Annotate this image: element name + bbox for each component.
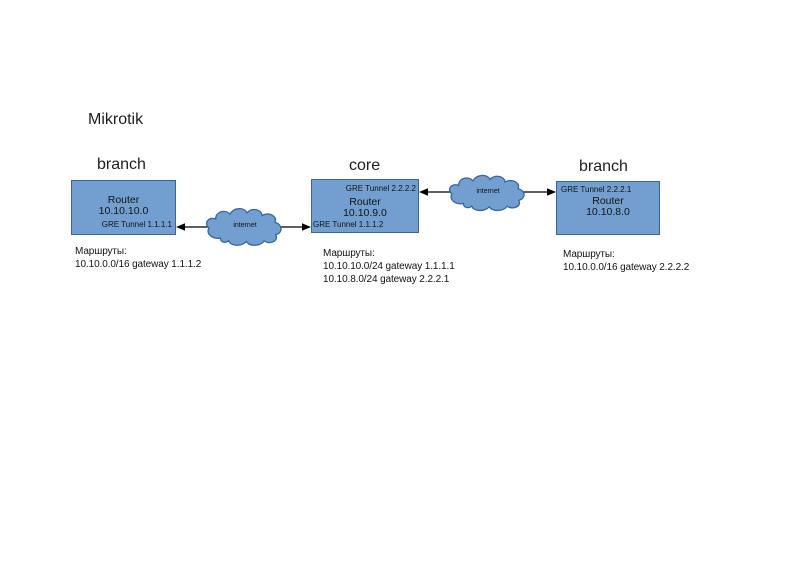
- arrowhead-left-icon: [176, 223, 185, 231]
- gre-tunnel-label: GRE Tunnel 1.1.1.1: [101, 220, 172, 229]
- router-box-branch-right: GRE Tunnel 2.2.2.1 Router 10.10.8.0: [556, 181, 660, 235]
- router-network: 10.10.8.0: [586, 206, 630, 218]
- arrowhead-right-icon: [302, 223, 311, 231]
- node-label-branch-right: branch: [579, 158, 628, 175]
- routes-title: Маршруты:: [323, 248, 375, 259]
- router-name: Router: [107, 194, 140, 206]
- internet-cloud-icon: [204, 204, 286, 249]
- router-name: Router: [592, 195, 624, 207]
- router-box-core: GRE Tunnel 2.2.2.2 Router 10.10.9.0 GRE …: [311, 179, 419, 233]
- cloud-shape: [207, 209, 282, 246]
- routes-title: Маршруты:: [75, 246, 127, 257]
- route-entry: 10.10.0.0/16 gateway 2.2.2.2: [563, 262, 690, 273]
- router-network: 10.10.10.0: [98, 205, 149, 217]
- router-network: 10.10.9.0: [343, 207, 387, 219]
- cloud-shape: [450, 175, 525, 210]
- arrowhead-right-icon: [547, 188, 556, 196]
- route-entry: 10.10.8.0/24 gateway 2.2.2.1: [323, 274, 450, 285]
- router-name: Router: [349, 196, 381, 208]
- routes-block-core: Маршруты: 10.10.10.0/24 gateway 1.1.1.1 …: [323, 247, 455, 286]
- routes-block-branch-left: Маршруты: 10.10.0.0/16 gateway 1.1.1.2: [75, 245, 201, 271]
- gre-tunnel-label: GRE Tunnel 2.2.2.2: [345, 184, 416, 193]
- gre-tunnel-label: GRE Tunnel 2.2.2.1: [561, 185, 632, 194]
- gre-tunnel-label: GRE Tunnel 1.1.1.2: [313, 220, 384, 229]
- internet-cloud-icon: [447, 171, 529, 214]
- route-entry: 10.10.10.0/24 gateway 1.1.1.1: [323, 261, 455, 272]
- diagram-title: Mikrotik: [88, 111, 144, 128]
- route-entry: 10.10.0.0/16 gateway 1.1.1.2: [75, 259, 202, 270]
- node-label-core: core: [349, 157, 381, 174]
- cloud-label: internet: [233, 222, 257, 229]
- node-label-branch-left: branch: [97, 156, 146, 173]
- arrowhead-left-icon: [419, 188, 428, 196]
- cloud-label: internet: [476, 188, 500, 195]
- routes-title: Маршруты:: [563, 249, 615, 260]
- routes-block-branch-right: Маршруты: 10.10.0.0/16 gateway 2.2.2.2: [563, 248, 689, 274]
- router-box-branch-left: Router 10.10.10.0 GRE Tunnel 1.1.1.1: [71, 180, 176, 235]
